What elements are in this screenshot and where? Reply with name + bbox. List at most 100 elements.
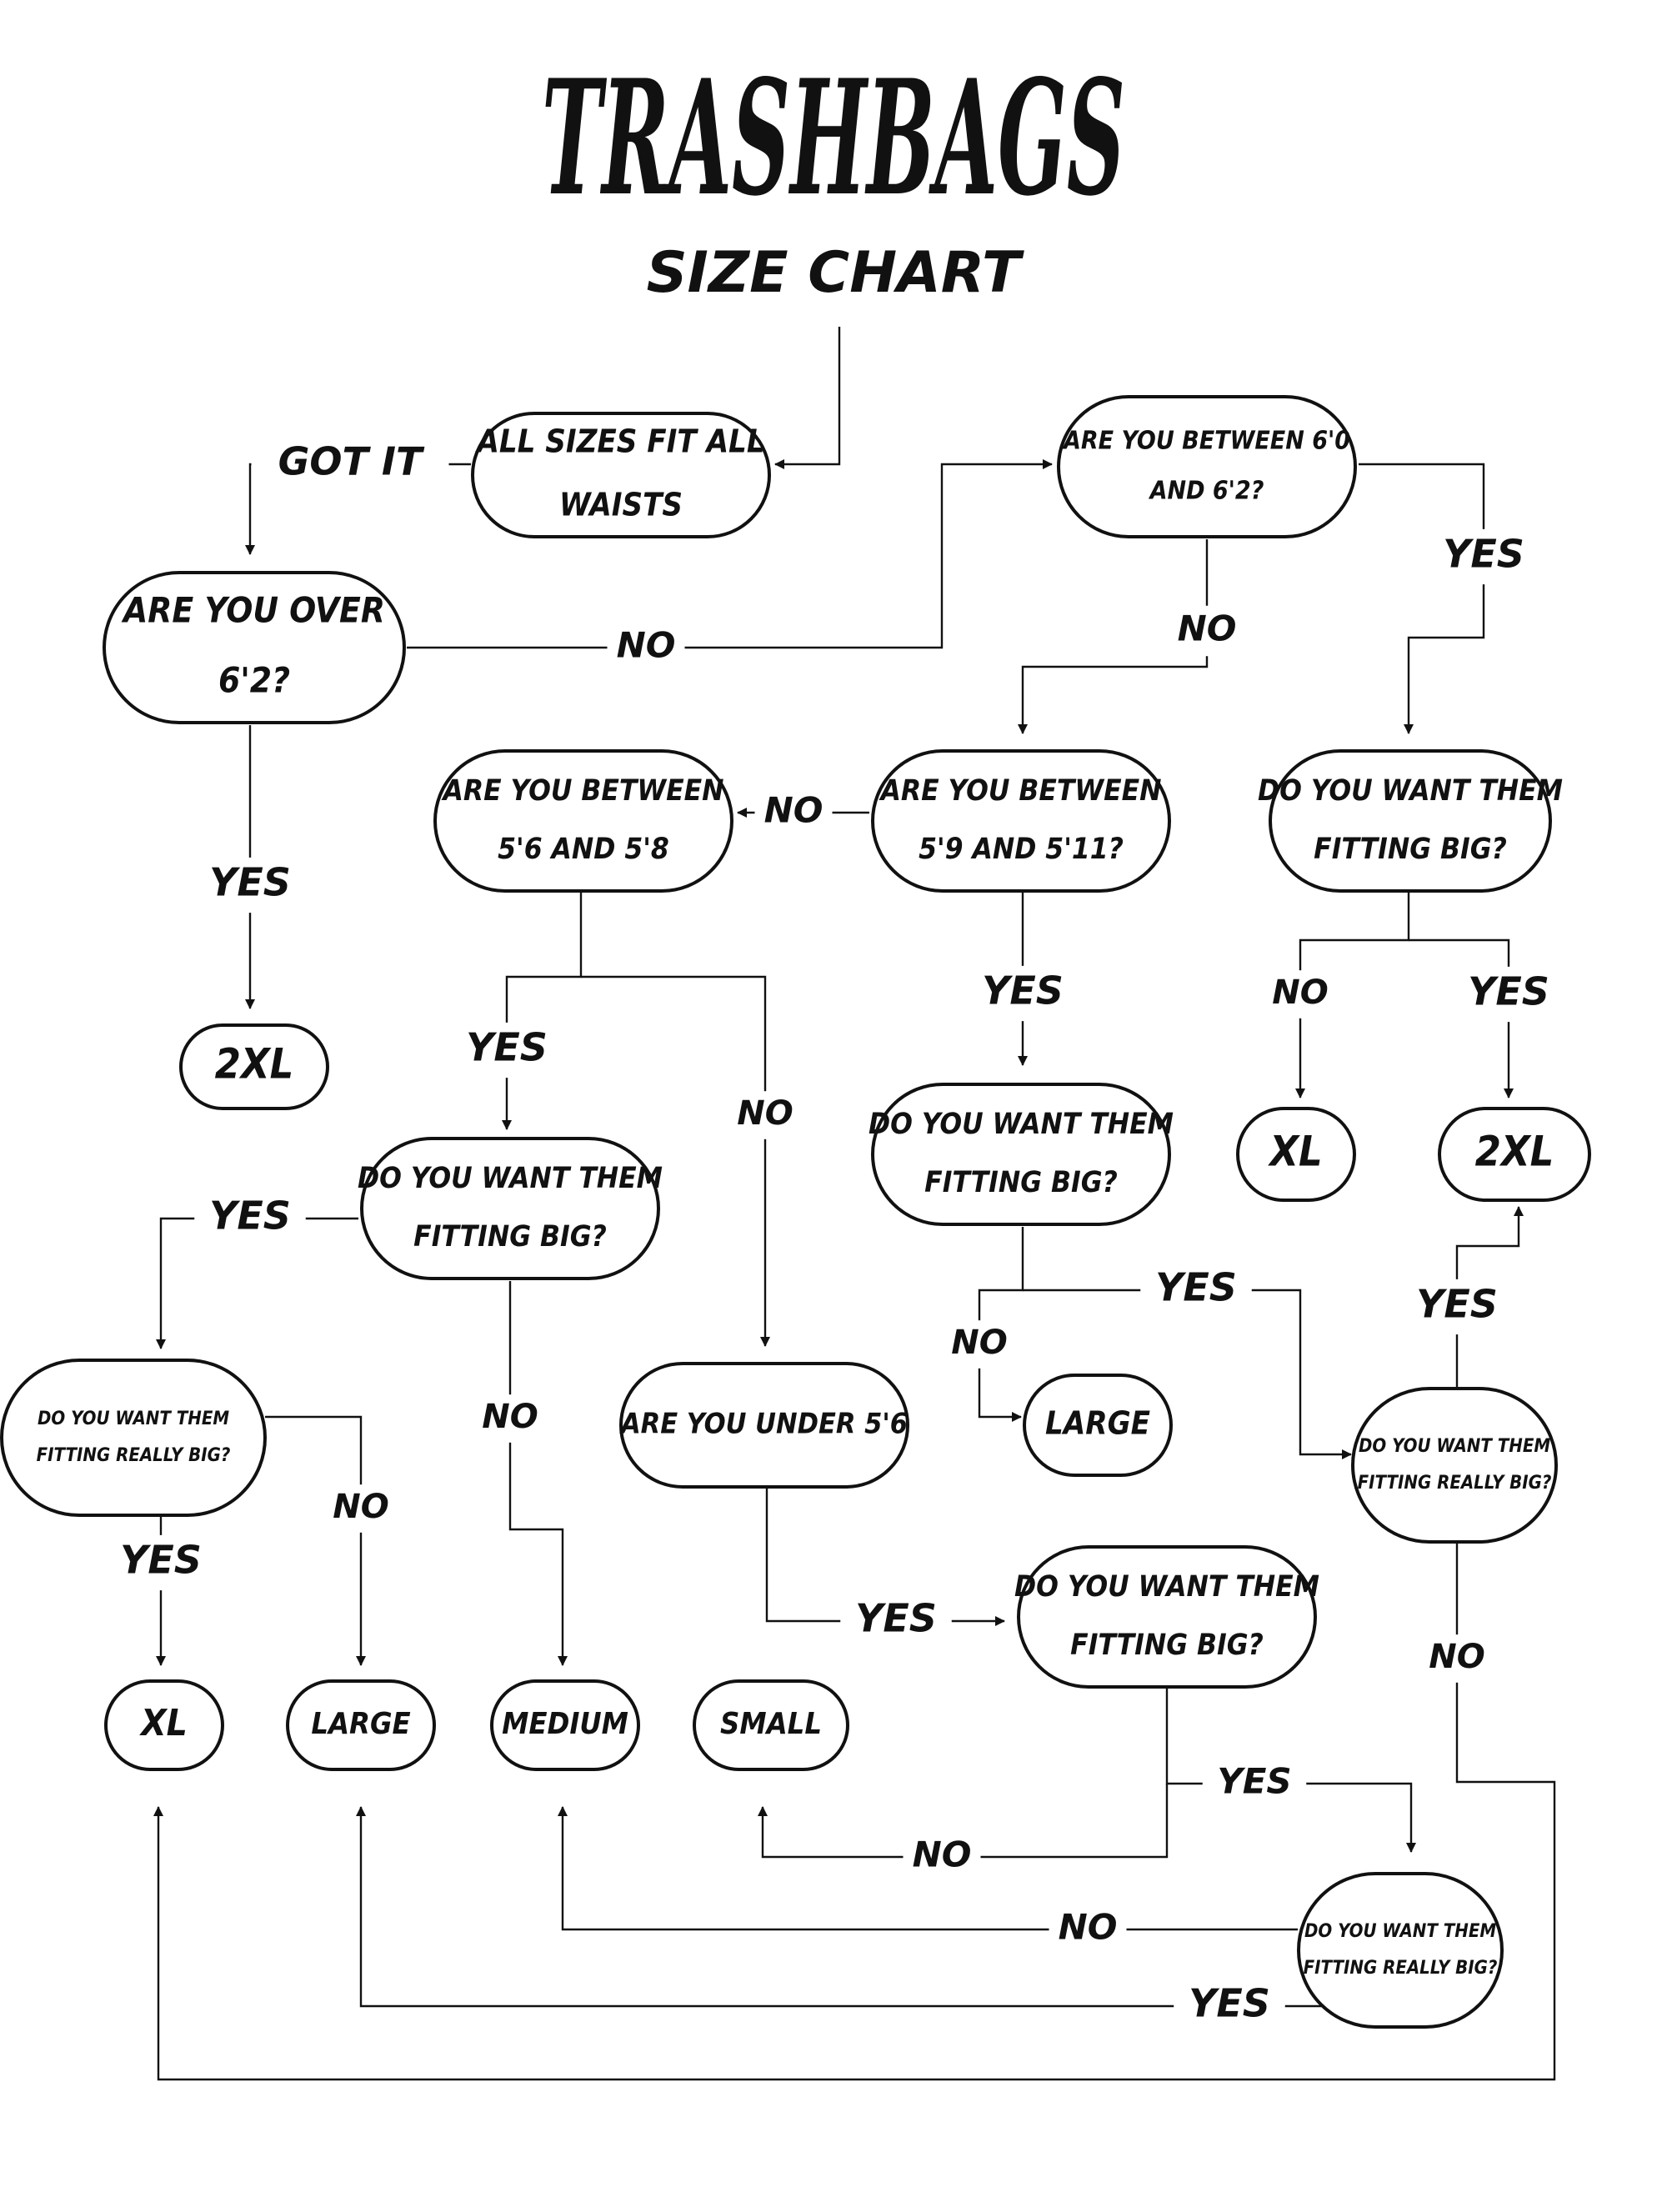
node-text: FITTING BIG? [924,1166,1118,1199]
flowchart-edges [153,327,1556,2081]
node-text: FITTING REALLY BIG? [1304,1958,1498,1979]
node-shape [1236,1107,1356,1202]
node-shape [1438,1107,1591,1202]
node-text: ARE YOU BETWEEN 6'0 [1062,427,1350,456]
node-text: 6'2? [218,660,290,701]
node-text: 5'9 AND 5'11? [919,833,1124,866]
edge-connector [1018,539,1209,734]
node-text: DO YOU WANT THEM [1304,1921,1496,1942]
node-text: DO YOU WANT THEM [1359,1436,1550,1457]
node-text: DO YOU WANT THEM [1258,774,1563,808]
edge-label-background [194,1190,306,1247]
edge-label-yes-over-6-2: YES [209,860,291,905]
node-shape [0,1359,267,1517]
node-text: 2XL [1475,1128,1554,1176]
node-big-mid: DO YOU WANT THEM FITTING BIG? [869,1083,1174,1226]
node-result-xl-right: XL [1236,1107,1356,1202]
node-shape [490,1679,640,1771]
node-shape [104,1679,224,1771]
edge-label-background [1174,1978,1285,2034]
node-really-big-bottom: DO YOU WANT THEM FITTING REALLY BIG? [1297,1872,1504,2029]
edge-label-background [1202,1758,1307,1809]
edge-connector [265,1415,366,1666]
edge-connector [502,893,583,1130]
node-text: FITTING BIG? [1070,1629,1264,1662]
node-shape [286,1679,436,1771]
edge-label-background [967,965,1079,1022]
node-text: ARE YOU BETWEEN [878,774,1161,808]
node-text: FITTING REALLY BIG? [37,1445,231,1466]
edge-label-background [1428,528,1539,585]
node-shape [693,1679,849,1771]
node-text: DO YOU WANT THEM [869,1108,1174,1141]
edge-label-background [1049,1904,1127,1955]
edge-label-background [607,622,685,673]
edge-label-yes-big-mid: YES [1155,1265,1237,1310]
edge-label-background [1401,1279,1513,1335]
edge-label-background [754,787,833,838]
node-text: 5'6 AND 5'8 [498,833,669,866]
edge-label-background [1168,605,1246,657]
node-text: XL [1267,1128,1322,1176]
node-shape [1023,1374,1173,1477]
edge-label-no-5-9-5-11: NO [764,790,823,831]
node-shape [433,749,733,893]
edge-label-yes-big-bottom: YES [1217,1761,1291,1802]
edge-connector [774,327,841,469]
node-text: FITTING REALLY BIG? [1358,1473,1552,1494]
node-big-right: DO YOU WANT THEM FITTING BIG? [1258,749,1563,893]
node-result-2xl-left: 2XL [179,1023,329,1110]
node-result-large-mid: LARGE [1023,1374,1173,1477]
edge-connector [508,1281,568,1666]
node-text: ALL SIZES FIT ALL [474,423,764,460]
node-under-5-6: ARE YOU UNDER 5'6 [619,1362,909,1489]
edge-label-background [840,1593,952,1649]
node-text: DO YOU WANT THEM [358,1162,663,1195]
node-shape [1269,749,1552,893]
edge-label-no-big-mid: NO [951,1324,1007,1362]
edge-label-yes-really-big-bottom: YES [1189,1981,1270,2026]
node-big-bottom: DO YOU WANT THEM FITTING BIG? [1014,1545,1319,1689]
edge-label-yes-really-big-left: YES [120,1538,202,1583]
node-result-xl-bottom: XL [104,1679,224,1771]
node-shape [360,1137,660,1280]
edge-connector [1409,938,1514,1098]
node-text: DO YOU WANT THEM [38,1409,229,1429]
node-text: ARE YOU UNDER 5'6 [619,1408,908,1441]
brand-logo: TRASHBAGS [542,45,1125,231]
edge-label-background [251,436,449,493]
edge-label-yes-big-left: YES [209,1194,291,1239]
node-result-2xl-right: 2XL [1438,1107,1591,1202]
edge-label-no-5-6-5-8: NO [737,1094,793,1133]
node-shape [103,571,406,724]
edge-label-background [323,1484,398,1533]
edge-label-no-really-big-bottom: NO [1059,1907,1118,1948]
node-shape [1017,1545,1317,1689]
edge-label-yes-big-right: YES [1468,969,1549,1014]
edge-label-no-really-big-left: NO [333,1488,388,1526]
node-shape [471,412,771,538]
node-shape [619,1362,909,1489]
edge-label-background [728,1091,803,1139]
node-really-big-right: DO YOU WANT THEM FITTING REALLY BIG? [1351,1387,1558,1544]
node-shape [1297,1872,1504,2029]
edge-label-background [1140,1262,1252,1319]
edge-label-background [105,1534,217,1591]
edge-label-no-really-big-right: NO [1429,1638,1484,1676]
edge-connector [978,1227,1024,1422]
node-shape [1351,1387,1558,1544]
node-text: XL [139,1702,188,1744]
node-result-small-bottom: SMALL [693,1679,849,1771]
edge-label-background [1419,1634,1494,1683]
node-text: DO YOU WANT THEM [1014,1570,1319,1604]
edge-connector [153,1542,1556,2081]
node-shape [871,749,1171,893]
node-text: FITTING BIG? [1314,833,1507,866]
node-text: LARGE [1045,1405,1150,1442]
node-shape [179,1023,329,1110]
